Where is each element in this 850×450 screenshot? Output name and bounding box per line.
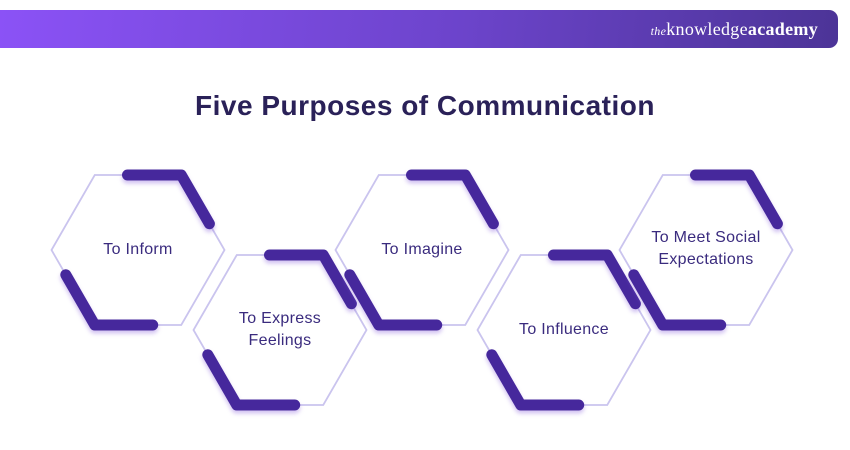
logo-academy: academy xyxy=(747,18,818,39)
hexagon-arc-top-right xyxy=(264,249,357,310)
hexagon-arc-bottom-left xyxy=(60,269,159,331)
brand-logo: theknowledgeacademy xyxy=(651,19,818,40)
logo-knowledge: knowledge xyxy=(666,18,748,39)
hexagon-arc-bottom-left xyxy=(628,269,727,331)
hexagon-to-imagine xyxy=(334,169,510,331)
hexagon-arc-top-right xyxy=(548,249,641,310)
hexagon-to-express-feelings xyxy=(192,249,368,411)
hexagon-arc-bottom-left xyxy=(486,349,585,411)
hex-label-to-influence: To Influence xyxy=(519,320,609,338)
hex-label-to-inform: To Inform xyxy=(103,240,173,258)
hexagon-arc-bottom-left xyxy=(202,349,301,411)
hexagon-arc-bottom-left xyxy=(344,269,443,331)
hex-label-to-express-feelings: To Express Feelings xyxy=(238,309,322,349)
hex-label-to-imagine: To Imagine xyxy=(381,240,463,258)
hexagon-to-influence xyxy=(476,249,652,411)
logo-the: the xyxy=(650,23,667,38)
hexagon-arc-top-right xyxy=(690,169,783,230)
hexagon-arc-top-right xyxy=(406,169,499,230)
header-bar: theknowledgeacademy xyxy=(0,10,838,48)
hexagon-to-meet-social-expectations xyxy=(618,169,794,331)
hexagon-to-inform xyxy=(50,169,226,331)
page-title: Five Purposes of Communication xyxy=(195,90,655,121)
hex-label-to-meet-social-expectations: To Meet Social Expectations xyxy=(651,228,761,268)
hexagon-arc-top-right xyxy=(122,169,215,230)
